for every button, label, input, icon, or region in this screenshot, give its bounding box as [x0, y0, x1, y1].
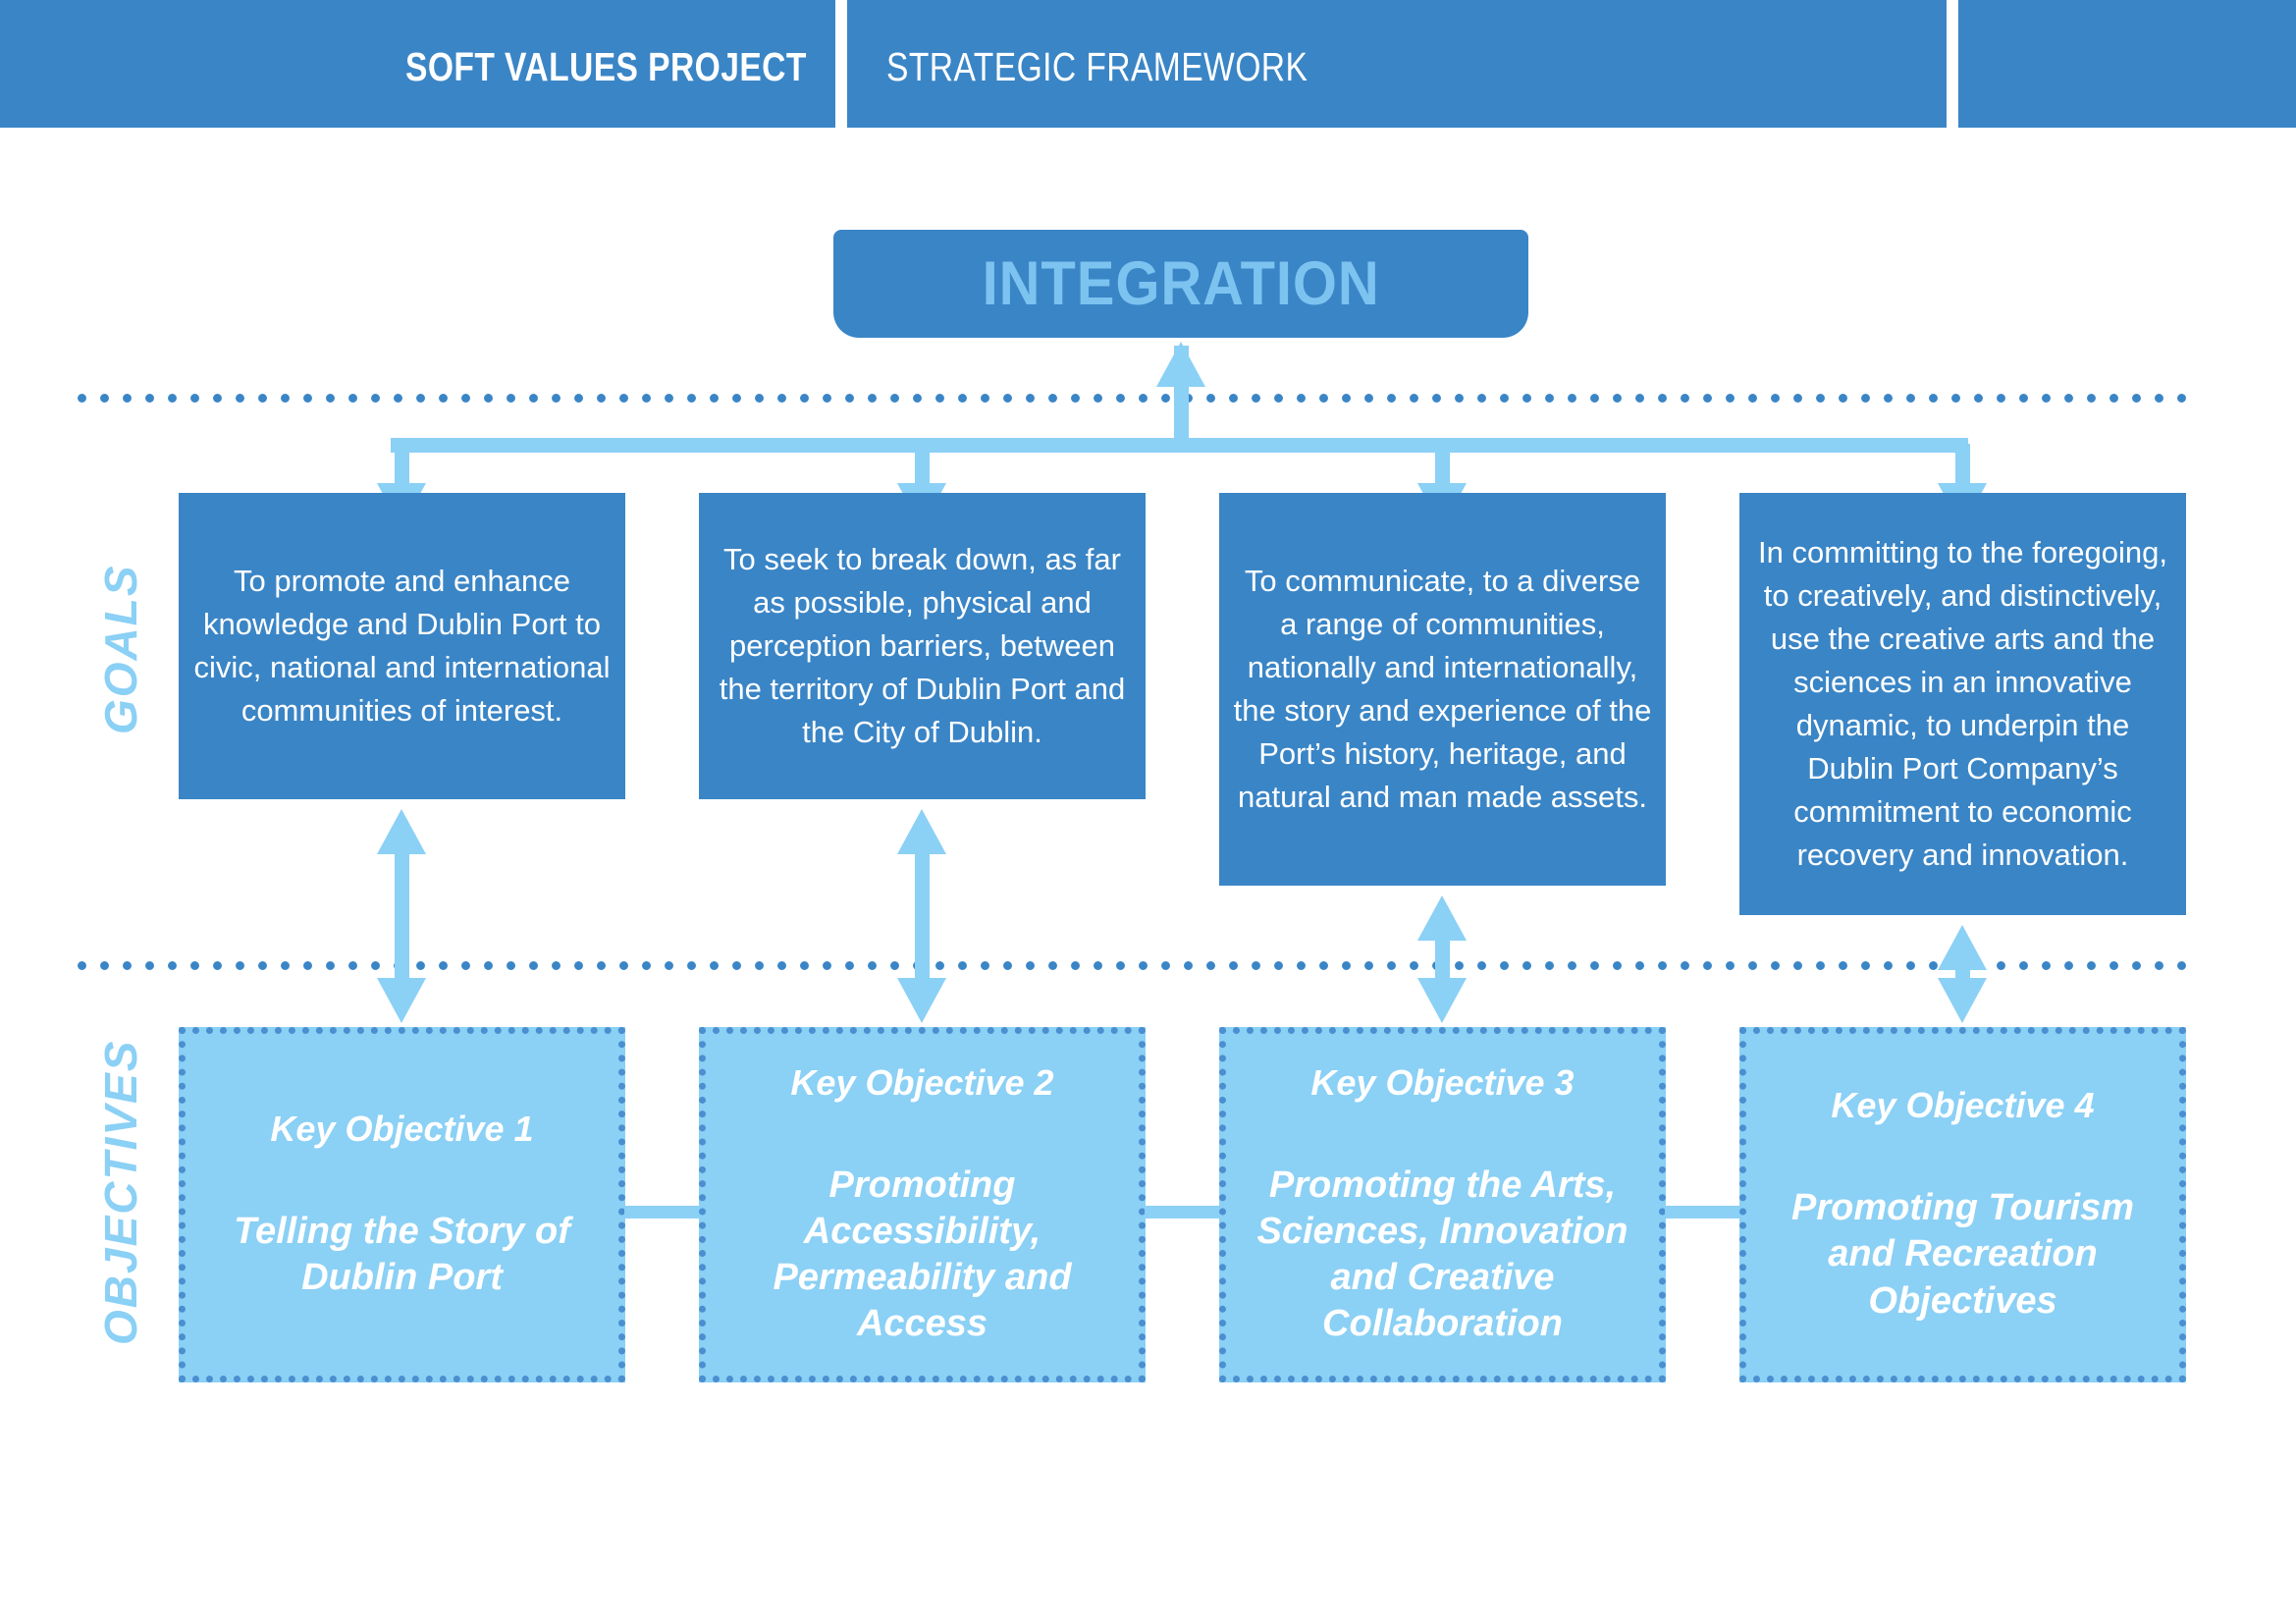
- objective-box-3: Key Objective 3 Promoting the Arts, Scie…: [1219, 1027, 1666, 1382]
- objective-box-2: Key Objective 2 Promoting Accessibility,…: [699, 1027, 1146, 1382]
- objective-title: Promoting Tourism and Recreation Objecti…: [1790, 1187, 2135, 1322]
- goal-4-arrow-shaft: [1955, 444, 1970, 487]
- section-title: STRATEGIC FRAMEWORK: [886, 44, 1308, 89]
- header-bar-left: [0, 0, 835, 128]
- goal-2-objective-2-arrow-shaft: [915, 846, 930, 984]
- dotted-separator-top: [77, 393, 2187, 404]
- goal-box-4: In committing to the foregoing, to creat…: [1739, 493, 2186, 915]
- integration-arrow-head-icon: [1156, 342, 1205, 387]
- objective-link-1-2: [624, 1206, 699, 1218]
- objective-title: Telling the Story of Dublin Port: [234, 1210, 570, 1298]
- goal-3-objective-3-arrow-head-down-icon: [1417, 978, 1467, 1023]
- goal-1-objective-1-arrow-shaft: [395, 846, 409, 984]
- objective-number: Key Objective 3: [1310, 1061, 1575, 1103]
- goal-4-objective-4-arrow-head-down-icon: [1938, 978, 1987, 1023]
- goal-text: To promote and enhance knowledge and Dub…: [193, 563, 611, 729]
- objective-title: Promoting Accessibility, Permeability an…: [773, 1164, 1072, 1345]
- header-bar-right: [1958, 0, 2296, 128]
- section-label-goals: GOALS: [95, 564, 146, 734]
- goal-box-3: To communicate, to a diverse a range of …: [1219, 493, 1666, 886]
- goal-1-objective-1-arrow-head-down-icon: [377, 978, 426, 1023]
- goals-distribution-bus: [391, 438, 1968, 453]
- objective-number: Key Objective 2: [790, 1061, 1054, 1103]
- objective-number: Key Objective 1: [270, 1108, 534, 1149]
- objective-box-1: Key Objective 1 Telling the Story of Dub…: [179, 1027, 625, 1382]
- objective-number: Key Objective 4: [1831, 1085, 2095, 1126]
- goal-text: In committing to the foregoing, to creat…: [1757, 534, 2167, 873]
- project-title: SOFT VALUES PROJECT: [405, 44, 807, 89]
- section-label-objectives: OBJECTIVES: [95, 1039, 146, 1345]
- objective-link-2-3: [1145, 1206, 1219, 1218]
- goal-3-arrow-shaft: [1435, 444, 1450, 487]
- integration-label: INTEGRATION: [982, 249, 1380, 318]
- objective-title: Promoting the Arts, Sciences, Innovation…: [1256, 1164, 1629, 1345]
- objective-link-3-4: [1665, 1206, 1739, 1218]
- goal-3-objective-3-arrow-shaft: [1435, 933, 1450, 984]
- goal-box-2: To seek to break down, as far as possibl…: [699, 493, 1146, 799]
- dotted-separator-bottom: [77, 960, 2187, 971]
- goal-text: To communicate, to a diverse a range of …: [1233, 563, 1652, 815]
- goal-2-objective-2-arrow-head-down-icon: [897, 978, 946, 1023]
- header-bar-middle: [847, 0, 1947, 128]
- goal-2-arrow-shaft: [915, 444, 930, 487]
- goal-text: To seek to break down, as far as possibl…: [719, 541, 1126, 750]
- goal-box-1: To promote and enhance knowledge and Dub…: [179, 493, 625, 799]
- objective-box-4: Key Objective 4 Promoting Tourism and Re…: [1739, 1027, 2186, 1382]
- integration-banner: INTEGRATION: [833, 230, 1528, 338]
- goal-1-arrow-shaft: [395, 444, 409, 487]
